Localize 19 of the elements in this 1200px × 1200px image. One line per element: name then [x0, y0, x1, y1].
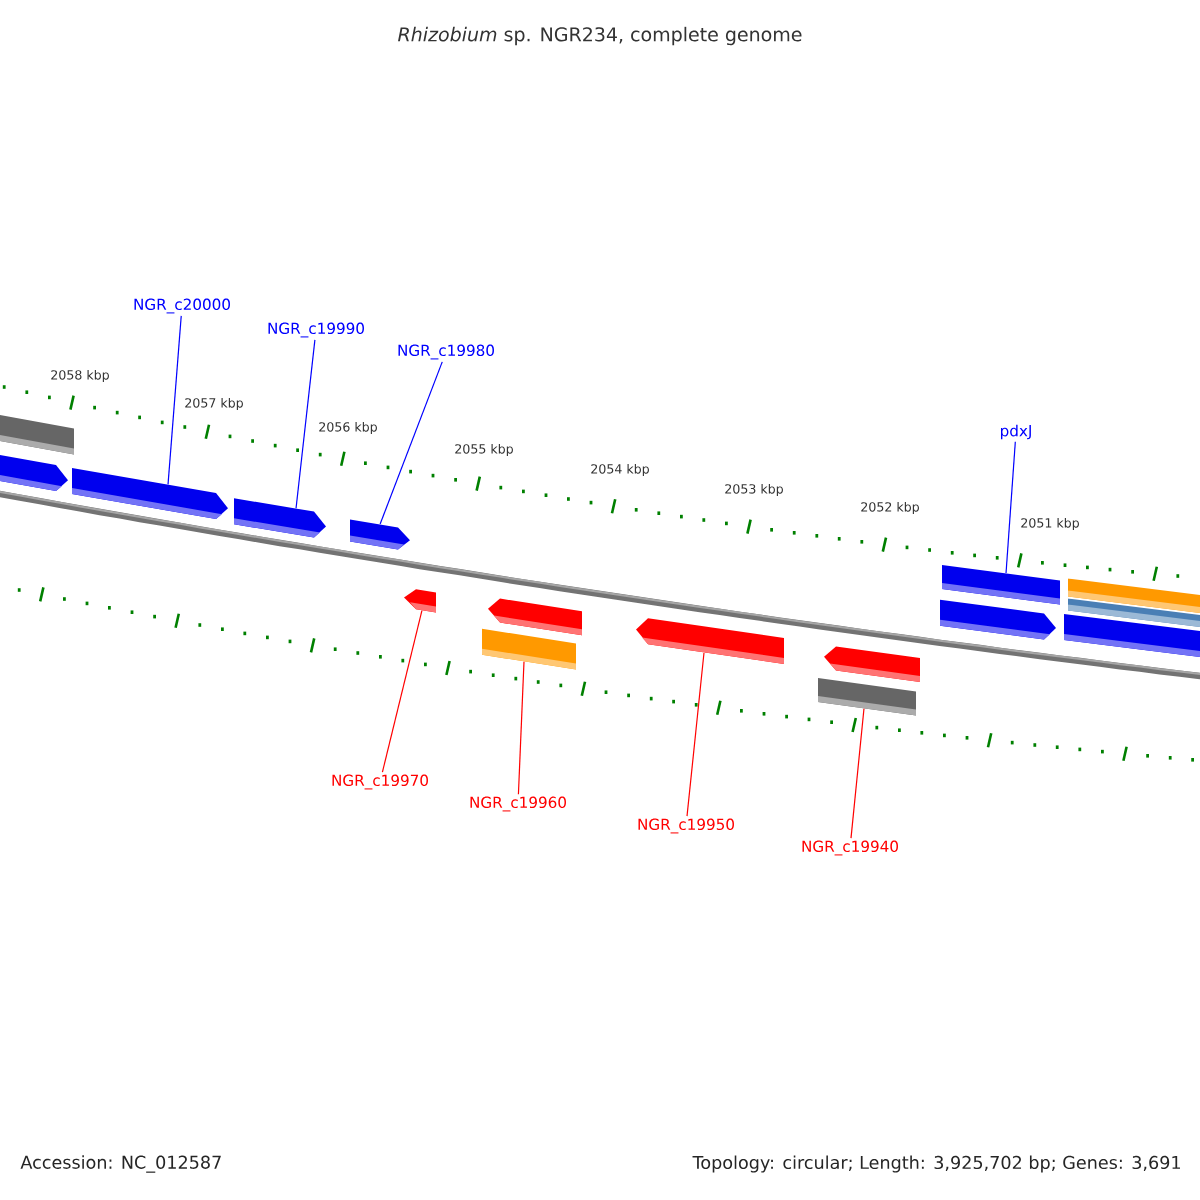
leader-line — [1005, 441, 1016, 574]
footer-text: Topology: circular; Length: 3,925,702 bp; Genes: 3,691 — [692, 1155, 1180, 1173]
leader-line — [850, 708, 865, 839]
footer-text: Accession: NC_012587 — [20, 1155, 221, 1173]
gene-bar — [482, 628, 576, 670]
leader-line — [686, 652, 705, 817]
gene-bar — [942, 565, 1060, 605]
leader-line — [295, 339, 316, 509]
leader-line — [379, 361, 443, 525]
gene-feature — [350, 519, 410, 550]
gene-bar — [818, 678, 916, 716]
gene-feature — [404, 589, 436, 613]
gene-feature — [72, 468, 228, 519]
leader-line — [381, 610, 423, 773]
leader-line — [517, 661, 525, 795]
leader-line — [167, 315, 182, 485]
gene-feature — [636, 618, 784, 664]
title: Rhizobium sp. NGR234, complete genome — [398, 26, 802, 46]
gene-feature — [234, 498, 326, 538]
